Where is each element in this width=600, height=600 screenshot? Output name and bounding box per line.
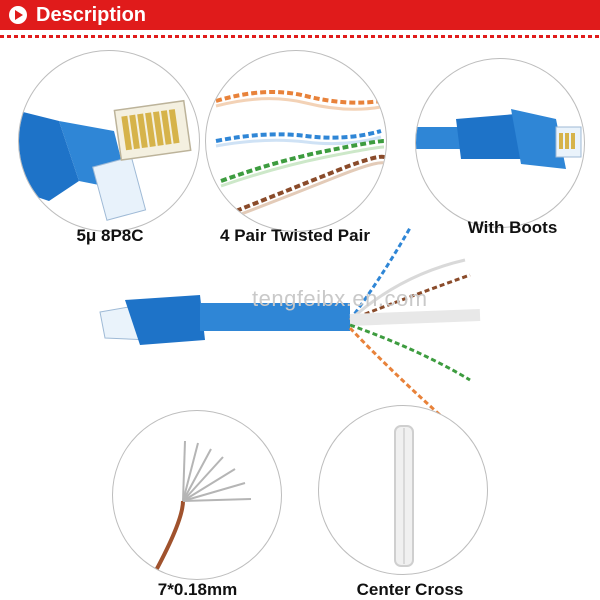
twisted-pair-circle	[205, 50, 387, 232]
section-title: Description	[36, 4, 147, 26]
dotted-divider	[0, 35, 600, 38]
strands-circle	[112, 410, 282, 580]
center-cross-image	[394, 425, 414, 567]
cable-image	[99, 227, 481, 417]
boots-image	[416, 109, 582, 169]
connector-caption: 5μ 8P8C	[76, 226, 144, 245]
boots-circle	[415, 58, 585, 228]
center-cross-circle	[318, 405, 488, 575]
section-header: Description	[0, 0, 600, 30]
twisted-pair-image	[215, 90, 386, 218]
play-arrow-icon	[9, 6, 27, 24]
watermark: tengfeibx.en.com	[252, 286, 428, 311]
twisted-pair-caption: 4 Pair Twisted Pair	[220, 226, 370, 245]
strands-caption: 7*0.18mm	[157, 580, 238, 599]
center-cross-caption: Center Cross	[356, 580, 464, 599]
connector-circle	[18, 50, 200, 232]
strands-image	[151, 440, 252, 577]
connector-image	[19, 99, 192, 221]
boots-caption: With Boots	[467, 218, 558, 237]
